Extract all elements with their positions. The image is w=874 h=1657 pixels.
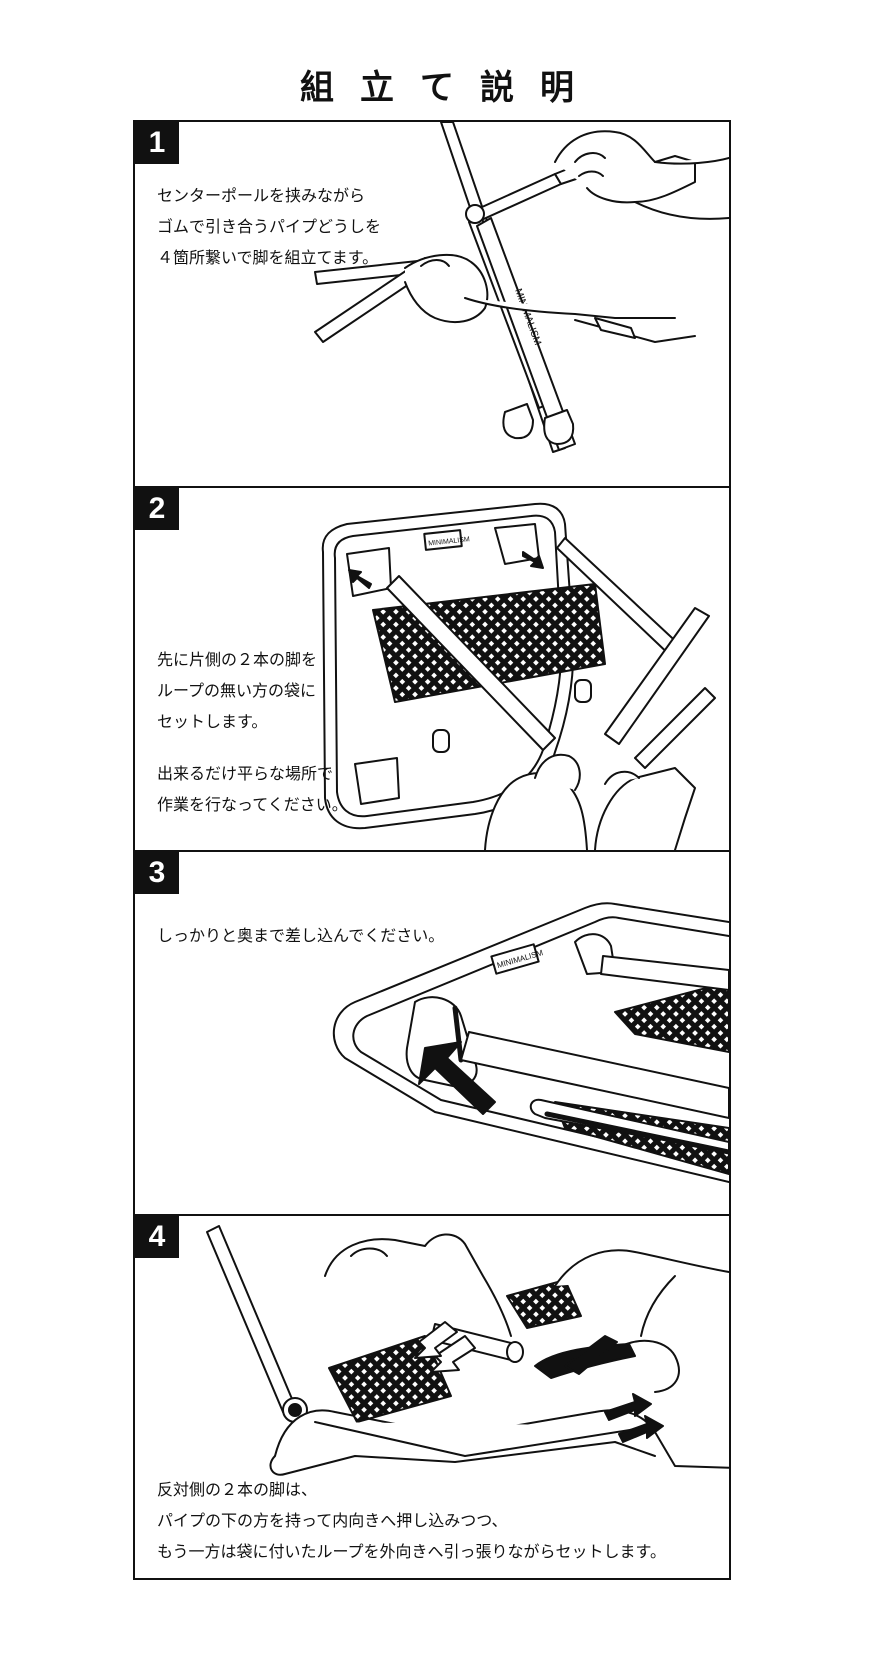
step-number: 3	[135, 852, 179, 894]
step-4-text: 反対側の２本の脚は、 パイプの下の方を持って内向きへ押し込みつつ、 もう一方は袋…	[157, 1474, 666, 1567]
step-1-line: センターポールを挟みながら	[157, 186, 366, 205]
page-title: 組立て説明	[300, 68, 600, 108]
step-2-text: 先に片側の２本の脚を ループの無い方の袋に セットします。	[157, 644, 317, 737]
step-4-panel: 4 反対側の２本の脚は、 パイプの下の方を持って内向きへ押し込みつつ、 もう一方…	[135, 1214, 729, 1578]
step-2-line: ループの無い方の袋に	[157, 681, 317, 700]
step-2-line: セットします。	[157, 712, 268, 731]
step-3-illustration: MINIMALISM	[332, 902, 729, 1183]
step-2-line: 先に片側の２本の脚を	[157, 650, 318, 669]
step-3-panel: 3 しっかりと奥まで差し込んでください。 MINIMALISM	[135, 850, 729, 1214]
step-2-panel: 2 先に片側の２本の脚を ループの無い方の袋に セットします。 出来るだけ平らな…	[135, 486, 729, 850]
step-1-illustration: MINIMALISM	[314, 122, 729, 453]
instruction-frame: 1 センターポールを挟みながら ゴムで引き合うパイプどうしを ４箇所繋いで脚を組…	[133, 120, 731, 1580]
step-1-panel: 1 センターポールを挟みながら ゴムで引き合うパイプどうしを ４箇所繋いで脚を組…	[135, 122, 729, 486]
step-3-line: しっかりと奥まで差し込んでください。	[157, 926, 445, 945]
step-number: 4	[135, 1216, 179, 1258]
step-2-note: 出来るだけ平らな場所で 作業を行なってください。	[157, 758, 348, 820]
step-2-note-line: 出来るだけ平らな場所で	[157, 764, 334, 783]
step-1-line: ゴムで引き合うパイプどうしを	[157, 217, 382, 236]
step-number: 2	[135, 488, 179, 530]
step-1-text: センターポールを挟みながら ゴムで引き合うパイプどうしを ４箇所繋いで脚を組立て…	[157, 180, 381, 273]
step-4-line: 反対側の２本の脚は、	[157, 1480, 318, 1499]
step-2-note-line: 作業を行なってください。	[157, 795, 348, 814]
brand-label: MINIMALISM	[428, 536, 470, 547]
step-1-line: ４箇所繋いで脚を組立てます。	[157, 248, 379, 267]
step-2-illustration: MINIMALISM	[321, 502, 716, 850]
step-4-illustration	[206, 1225, 729, 1476]
step-3-text: しっかりと奥まで差し込んでください。	[157, 920, 444, 951]
step-4-line: もう一方は袋に付いたループを外向きへ引っ張りながらセットします。	[157, 1542, 666, 1561]
step-4-line: パイプの下の方を持って内向きへ押し込みつつ、	[157, 1511, 508, 1530]
step-number: 1	[135, 122, 179, 164]
